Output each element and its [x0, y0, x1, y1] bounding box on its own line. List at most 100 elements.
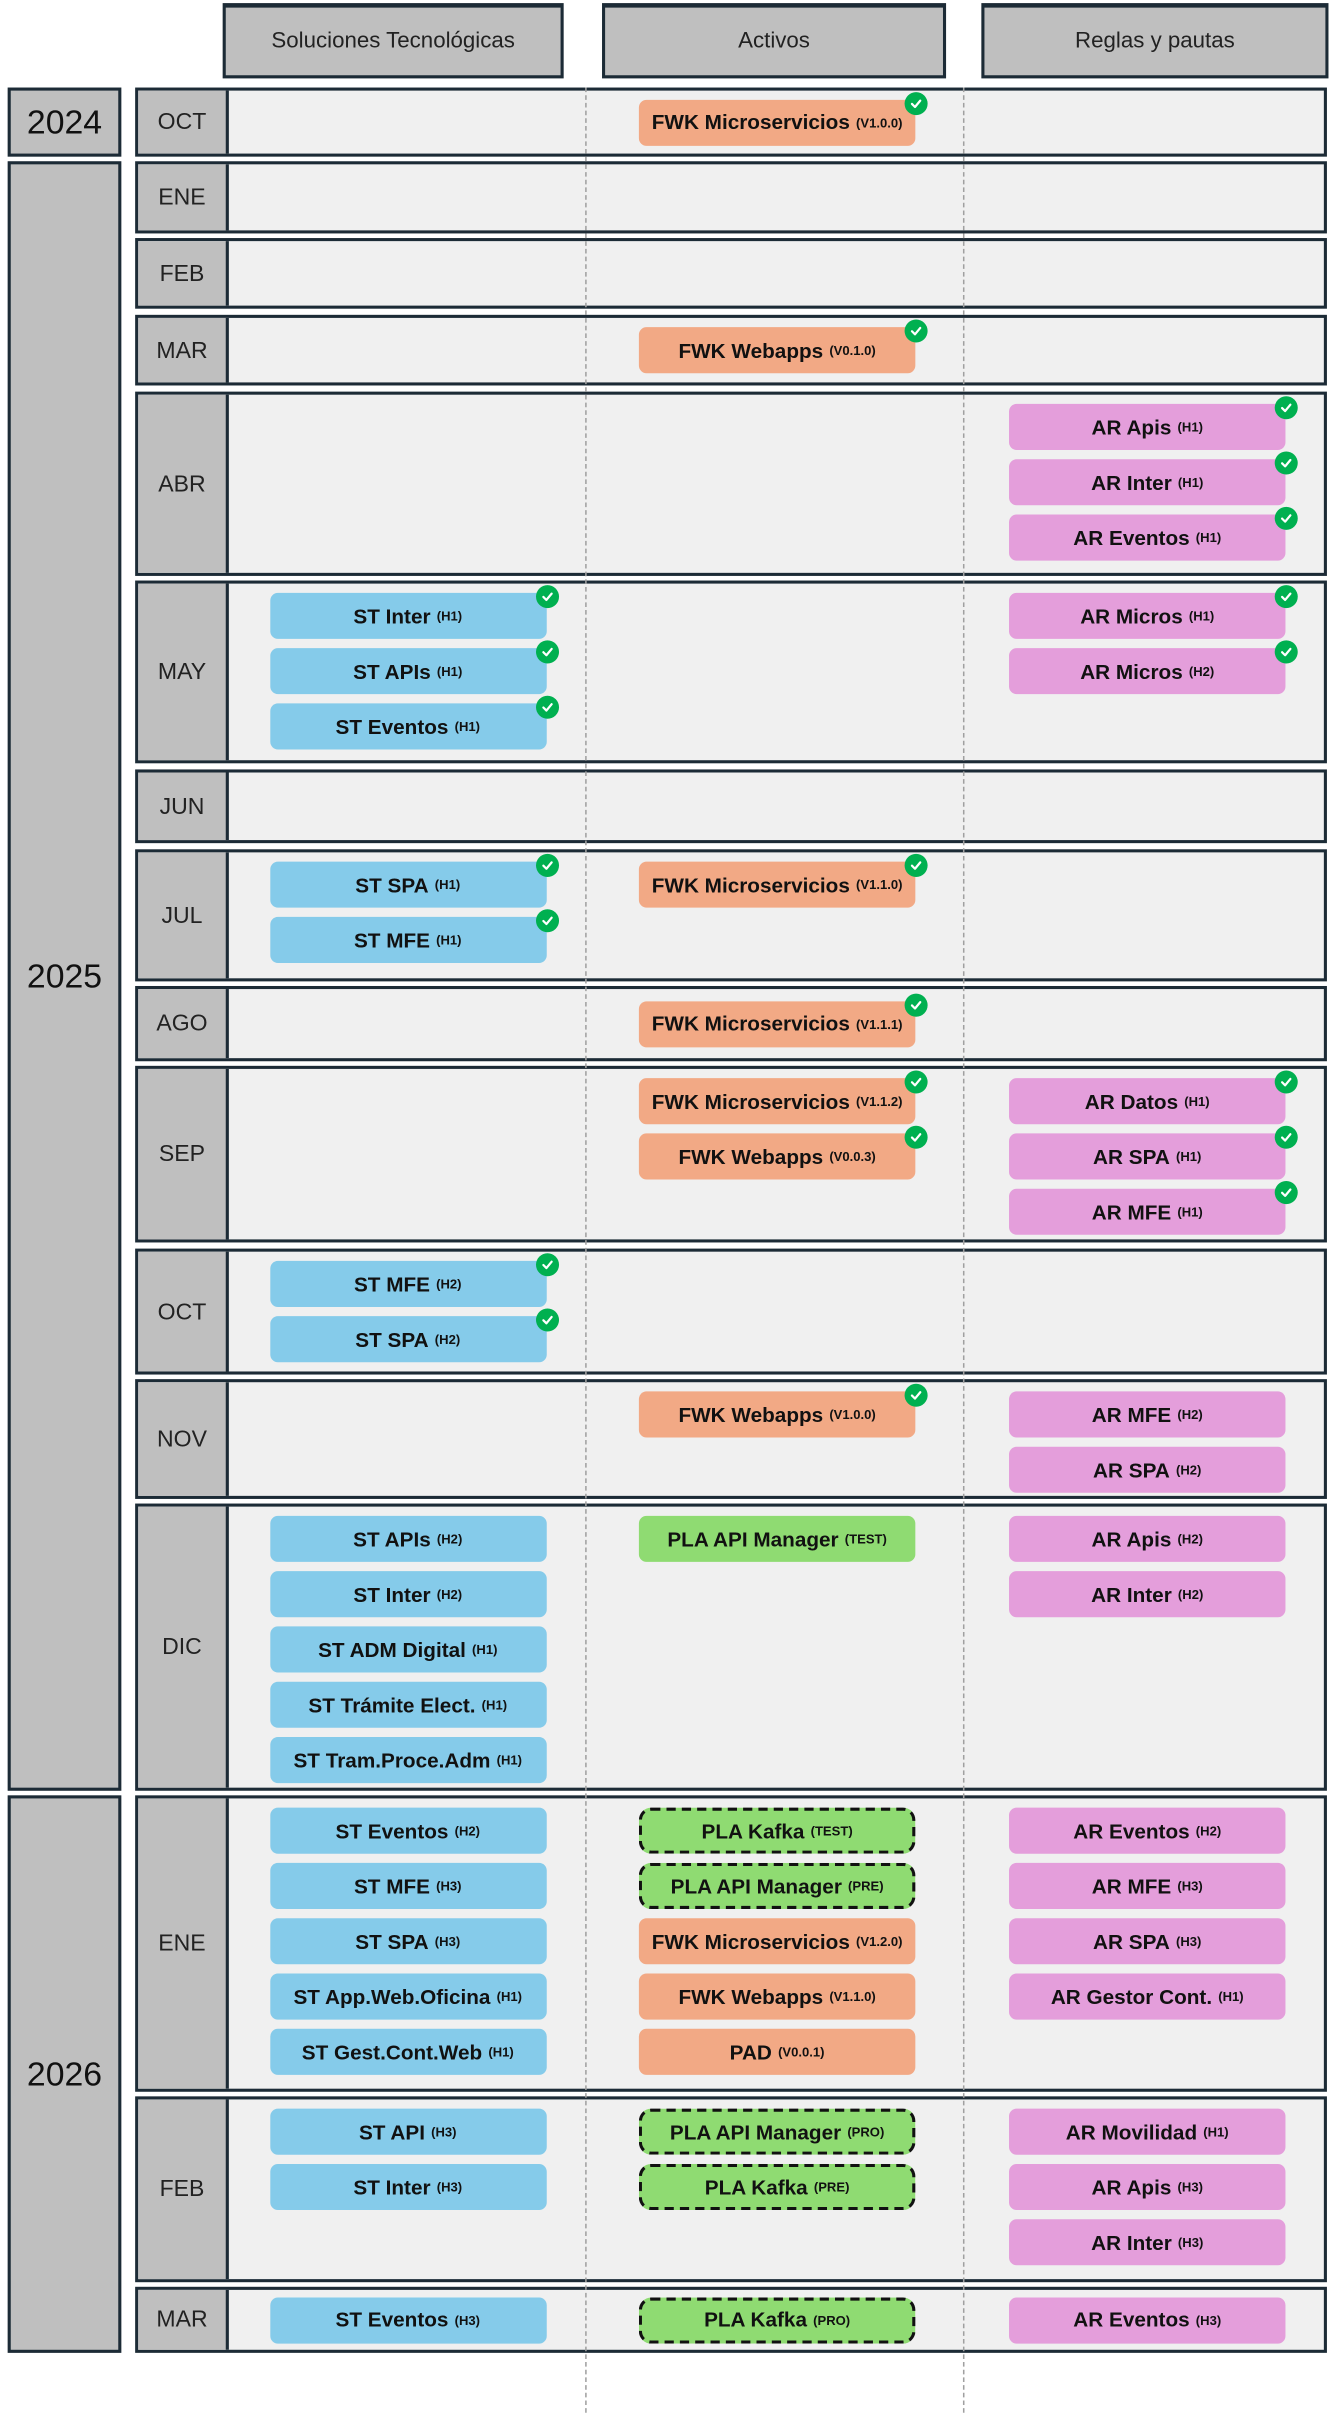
- roadmap-item[interactable]: AR Inter(H2): [1009, 1571, 1286, 1618]
- roadmap-item[interactable]: PAD(V0.0.1): [638, 2028, 916, 2075]
- roadmap-item[interactable]: ST Gest.Cont.Web (H1): [269, 2028, 546, 2075]
- roadmap-item[interactable]: AR MFE(H3): [1009, 1862, 1286, 1909]
- roadmap-item[interactable]: ST API(H3): [269, 2108, 546, 2155]
- item-tag: (V0.1.0): [829, 342, 876, 358]
- roadmap-item[interactable]: ST SPA(H3): [269, 1918, 546, 1965]
- item-tag: (H3): [1177, 2179, 1203, 2195]
- item-name: ST Tram.Proce.Adm: [293, 1748, 491, 1772]
- roadmap-item[interactable]: AR Datos(H1): [1009, 1070, 1298, 1125]
- check-icon: [1274, 506, 1298, 530]
- roadmap-item[interactable]: ST APIs(H2): [269, 1515, 546, 1562]
- column-activos: FWK Webapps(V1.0.0): [588, 1382, 966, 1496]
- roadmap-item[interactable]: PLA API Manager(TEST): [638, 1515, 916, 1562]
- roadmap-item[interactable]: AR Gestor Cont.(H1): [1009, 1973, 1286, 2020]
- roadmap-item[interactable]: AR Eventos(H3): [1009, 2296, 1286, 2343]
- check-icon: [535, 1308, 559, 1332]
- item-tag: (V1.0.0): [856, 114, 903, 130]
- item-tag: (H1): [1177, 474, 1204, 490]
- roadmap-item[interactable]: FWK Webapps (V0.1.0): [638, 319, 928, 374]
- roadmap-item[interactable]: ST Tram.Proce.Adm(H1): [269, 1736, 546, 1784]
- roadmap-item[interactable]: FWK Webapps(V1.1.0): [638, 1973, 916, 2020]
- month-label: OCT: [138, 90, 229, 154]
- item-name: AR Apis: [1091, 1527, 1172, 1551]
- check-icon: [904, 1383, 928, 1407]
- roadmap-item[interactable]: AR Apis(H3): [1009, 2163, 1286, 2211]
- roadmap-item[interactable]: AR Eventos(H1): [1009, 506, 1298, 561]
- roadmap-item[interactable]: FWK Microservicios(V1.2.0): [638, 1918, 916, 1965]
- roadmap-item[interactable]: ST MFE(H2): [269, 1253, 559, 1307]
- roadmap-item[interactable]: PLA Kafka(TEST): [638, 1807, 916, 1854]
- item-name: ST Gest.Cont.Web: [301, 2040, 483, 2064]
- roadmap-item[interactable]: PLA API Manager(PRO): [638, 2108, 916, 2155]
- roadmap-item[interactable]: ST SPA(H1): [269, 853, 559, 908]
- roadmap-item[interactable]: PLA Kafka(PRO): [638, 2296, 916, 2343]
- item-name: FWK Microservicios: [651, 1089, 850, 1113]
- roadmap-item[interactable]: ST APIs(H1): [269, 640, 559, 695]
- month-row-jun: JUN: [135, 769, 1327, 844]
- month-label: AGO: [138, 989, 229, 1059]
- item-tag: (H1): [1203, 2124, 1229, 2140]
- item-name: PAD: [729, 2040, 772, 2064]
- item-name: AR Inter: [1091, 1582, 1172, 1606]
- check-icon: [535, 1253, 559, 1277]
- roadmap-item[interactable]: ST Eventos(H1): [269, 695, 559, 750]
- check-icon: [535, 909, 559, 933]
- item-name: PLA Kafka: [701, 1819, 805, 1843]
- roadmap-item[interactable]: AR Apis(H2): [1009, 1515, 1286, 1562]
- roadmap-item[interactable]: FWK Microservicios(V1.1.0): [638, 853, 928, 908]
- roadmap-item[interactable]: ST Inter(H3): [269, 2163, 546, 2211]
- roadmap-item[interactable]: ST SPA(H2): [269, 1308, 559, 1363]
- item-tag: (H3): [436, 2179, 463, 2195]
- roadmap-item[interactable]: AR SPA(H3): [1009, 1918, 1286, 1965]
- roadmap-item[interactable]: ST Eventos(H3): [269, 2296, 546, 2343]
- month-label: OCT: [138, 1251, 229, 1372]
- column-ar: AR Movilidad(H1) AR Apis(H3) AR Inter(H3): [966, 2099, 1328, 2279]
- roadmap-item[interactable]: AR Micros(H2): [1009, 640, 1298, 695]
- roadmap-item[interactable]: FWK Microservicios(V1.0.0): [638, 91, 928, 146]
- item-name: PLA Kafka: [704, 2308, 808, 2332]
- month-row-ago: AGO FWK Microservicios(V1.1.1): [135, 985, 1327, 1062]
- roadmap-item[interactable]: ST Eventos(H2): [269, 1807, 546, 1854]
- roadmap-item[interactable]: ST Trámite Elect.(H1): [269, 1681, 546, 1728]
- item-name: PLA Kafka: [704, 2175, 808, 2199]
- roadmap-item[interactable]: AR Inter(H3): [1009, 2219, 1286, 2266]
- column-divider: [962, 87, 965, 2413]
- item-tag: (H3): [434, 1933, 461, 1949]
- column-activos: [588, 241, 966, 306]
- column-ar: AR Apis(H2) AR Inter(H2): [966, 1507, 1328, 1788]
- item-name: ST APIs: [353, 659, 431, 683]
- roadmap-item[interactable]: ST ADM Digital(H1): [269, 1626, 546, 1673]
- roadmap-item[interactable]: ST MFE(H3): [269, 1862, 546, 1909]
- check-icon: [535, 853, 559, 877]
- roadmap-item[interactable]: AR MFE(H1): [1009, 1181, 1298, 1235]
- roadmap-item[interactable]: PLA API Manager(PRE): [638, 1862, 916, 1909]
- roadmap-item[interactable]: AR Movilidad(H1): [1009, 2108, 1286, 2155]
- roadmap-item[interactable]: FWK Webapps(V0.0.3): [638, 1125, 928, 1180]
- roadmap-item[interactable]: ST MFE(H1): [269, 909, 559, 963]
- roadmap-item[interactable]: ST Inter(H1): [269, 585, 559, 639]
- roadmap-item[interactable]: ST Inter(H2): [269, 1571, 546, 1618]
- roadmap-item[interactable]: PLA Kafka(PRE): [638, 2163, 916, 2211]
- item-tag: (H3): [436, 1878, 462, 1894]
- roadmap-item[interactable]: AR Eventos(H2): [1009, 1807, 1286, 1854]
- item-tag: (H1): [488, 2044, 514, 2060]
- roadmap-item[interactable]: FWK Webapps(V1.0.0): [638, 1383, 928, 1438]
- roadmap-item[interactable]: AR SPA(H1): [1009, 1125, 1298, 1180]
- item-name: ST Inter: [353, 604, 431, 628]
- roadmap-item[interactable]: AR Micros(H1): [1009, 585, 1298, 639]
- check-icon: [1274, 640, 1298, 664]
- roadmap-item[interactable]: AR Apis(H1): [1009, 396, 1298, 450]
- column-st: ST APIs(H2) ST Inter(H2) ST ADM Digital(H1…: [227, 1507, 588, 1788]
- roadmap-item[interactable]: AR SPA(H2): [1009, 1446, 1286, 1493]
- roadmap-item[interactable]: FWK Microservicios(V1.1.1): [638, 992, 928, 1047]
- roadmap-item[interactable]: AR MFE(H2): [1009, 1391, 1286, 1438]
- roadmap-item[interactable]: ST App.Web.Oficina(H1): [269, 1973, 546, 2020]
- item-name: ST SPA: [355, 873, 429, 897]
- item-name: FWK Webapps: [678, 338, 824, 362]
- roadmap-item[interactable]: AR Inter(H1): [1009, 451, 1298, 506]
- roadmap-item[interactable]: FWK Microservicios(V1.1.2): [638, 1070, 928, 1125]
- item-name: ST SPA: [355, 1327, 429, 1351]
